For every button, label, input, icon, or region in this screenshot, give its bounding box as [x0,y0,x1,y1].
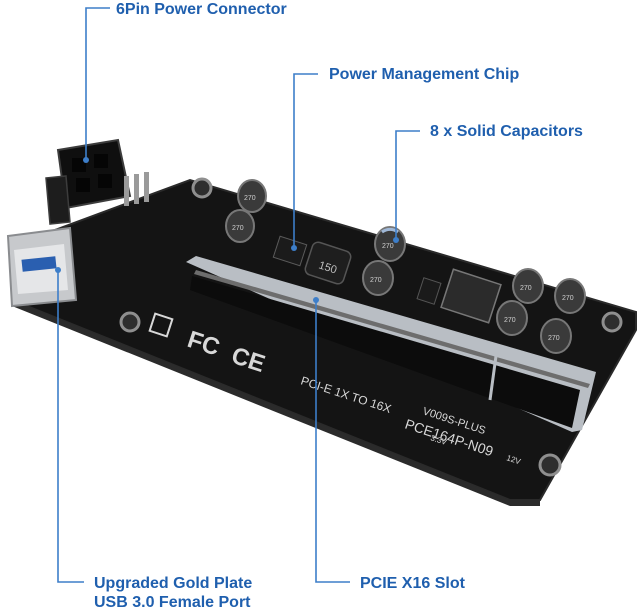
callout-capacitors: 8 x Solid Capacitors [430,123,583,140]
callout-usb-port-line2: USB 3.0 Female Port [94,594,251,611]
svg-text:270: 270 [520,285,532,292]
callout-leaders [55,7,420,583]
slot-key-divider [488,355,498,401]
pcie-x16-slot [186,256,596,432]
leader-pcie-slot [315,300,350,583]
svg-text:270: 270 [370,277,382,284]
callout-power-connector: 6Pin Power Connector [116,1,287,18]
capacitor-1: 270 [237,179,267,213]
capacitor-6: 270 [554,278,586,314]
weee-bin-icon [148,312,174,338]
svg-text:270: 270 [504,317,516,324]
leader-power-chip [293,73,318,248]
callout-power-chip: Power Management Chip [329,66,520,83]
usb3-female-port [6,226,78,308]
mounting-holes [119,177,623,477]
voltage-12v-text: 12V [505,453,522,466]
pin-header [124,172,149,206]
capacitor-2: 270 [225,209,255,243]
6pin-power-connector [45,138,132,225]
svg-text:270: 270 [244,195,256,202]
svg-text:270: 270 [548,335,560,342]
capacitor-5: 270 [512,268,544,304]
leader-capacitors [395,130,420,240]
svg-text:270: 270 [562,295,574,302]
capacitor-3: 270 [374,226,406,262]
voltage-regulator [416,268,502,324]
svg-text:270: 270 [232,225,244,232]
capacitor-4: 270 [362,260,394,296]
leader-power-connector [85,7,110,160]
riser-board: FC CE PCI-E 1X TO 16X PCE164P-N09 V009S-… [6,138,637,506]
inductor-marking: 150 [317,259,338,276]
leader-usb-port [57,270,84,583]
slot-black-body [190,276,580,428]
solid-capacitors: 270 270 270 270 270 270 [225,179,586,354]
capacitor-8: 270 [540,318,572,354]
inductor: 150 [304,241,352,285]
callout-usb-port-line1: Upgraded Gold Plate [94,575,253,592]
slot-gold-pins [194,270,590,388]
callout-pcie-slot: PCIE X16 Slot [360,575,465,592]
svg-text:270: 270 [382,243,394,250]
capacitor-7: 270 [496,300,528,336]
